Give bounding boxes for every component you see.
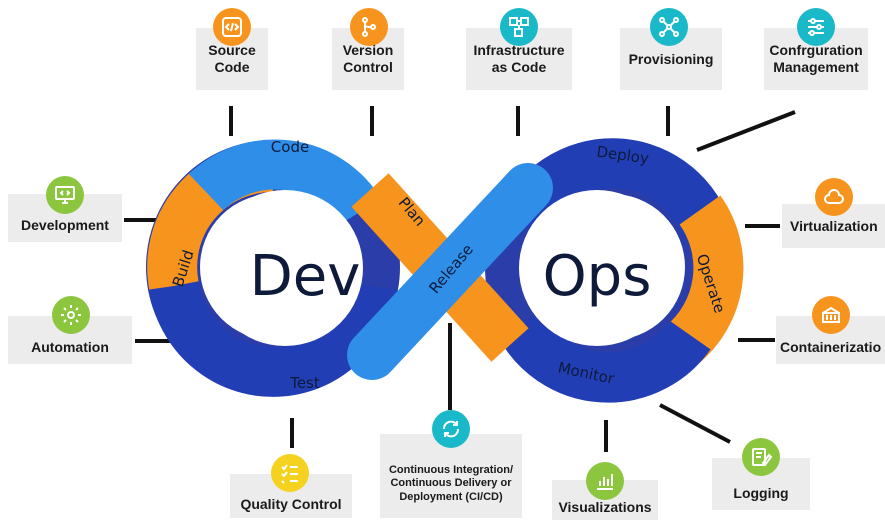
connector-lines: [124, 106, 796, 452]
bar-chart-icon: [586, 462, 624, 500]
code-brackets-icon: [213, 8, 251, 46]
checklist-icon: [271, 454, 309, 492]
label-cicd: Continuous Integration/ Continuous Deliv…: [380, 434, 522, 518]
release-segment: [347, 163, 553, 380]
container-icon: [812, 296, 850, 334]
right-hole: [519, 190, 675, 346]
monitor-code-icon: [46, 176, 84, 214]
sync-icon: [432, 410, 470, 448]
network-icon: [650, 8, 688, 46]
code-segment: [188, 139, 382, 226]
monitor-segment: [497, 312, 711, 403]
loop-label-test: Test: [289, 374, 320, 392]
cloud-icon: [815, 178, 853, 216]
branch-icon: [350, 8, 388, 46]
pencil-note-icon: [742, 438, 780, 476]
operate-segment: [665, 195, 744, 365]
sliders-icon: [797, 8, 835, 46]
test-segment: [149, 281, 397, 397]
left-hole: [207, 190, 363, 346]
gear-icon: [52, 296, 90, 334]
loop-label-code: Code: [271, 138, 309, 156]
blocks-icon: [500, 8, 538, 46]
ops-word: Ops: [543, 244, 652, 309]
dev-word: Dev: [250, 244, 361, 309]
